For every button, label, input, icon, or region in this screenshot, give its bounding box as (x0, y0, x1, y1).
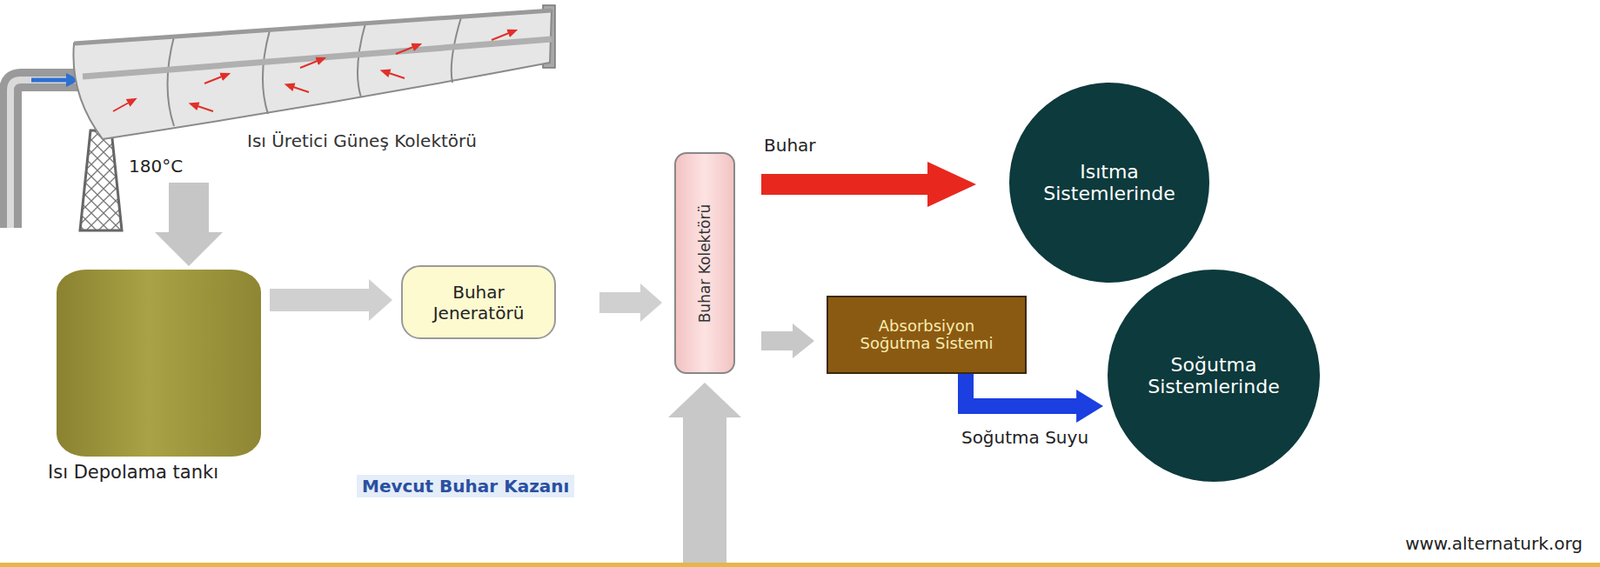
node-text: Buhar Kolektörü (696, 203, 714, 323)
flow-arrow (168, 182, 209, 234)
trough-rail (73, 10, 552, 44)
node-text: Isıtma Sistemlerinde (1026, 160, 1192, 206)
flow-arrow (761, 174, 929, 195)
process-box: Buhar Jeneratörü (401, 265, 556, 340)
edge-label: Buhar (761, 135, 819, 156)
storage-tank: Isı Depolama tankı (56, 269, 262, 457)
edge-label: Soğutma Suyu (952, 428, 1098, 449)
solar-collector: Isı Üretici Güneş Kolektörü (0, 0, 627, 157)
node-text: Soğutma Sistemlerinde (1131, 354, 1297, 399)
use-circle: Isıtma Sistemlerinde (1009, 82, 1210, 283)
watermark: www.alternaturk.org (1399, 532, 1588, 556)
process-box: Absorbsiyon Soğutma Sistemi (826, 295, 1027, 375)
flow-arrow (965, 374, 1078, 407)
flow-arrow (599, 292, 642, 314)
node-text: Buhar Jeneratörü (409, 281, 548, 324)
source-label: Mevcut Buhar Kazanı (356, 475, 575, 498)
boiler-feed-arrow-head (668, 382, 742, 418)
boiler-feed-arrow (668, 382, 742, 567)
flow-arrow (269, 288, 370, 312)
inlet-pipe-shine (10, 80, 88, 228)
use-circle: Soğutma Sistemlerinde (1107, 269, 1320, 483)
steam-header: Buhar Kolektörü (674, 152, 736, 375)
sun-rays (113, 33, 509, 112)
node-text: Absorbsiyon Soğutma Sistemi (855, 317, 999, 353)
collector-stand (80, 130, 122, 231)
bottom-rule (0, 562, 1600, 567)
node-text: Isı Üretici Güneş Kolektörü (243, 130, 481, 152)
inlet-pipe (10, 80, 88, 228)
receiver-tube (82, 39, 552, 77)
node-text: Isı Depolama tankı (47, 461, 266, 484)
solar-collector-illustration (10, 5, 556, 231)
flow-arrow (761, 331, 794, 351)
flow-arrow (31, 78, 67, 83)
trough-mirror (73, 10, 552, 140)
boiler-feed-arrow-body (682, 415, 727, 567)
edge-label: 180°C (126, 156, 186, 177)
